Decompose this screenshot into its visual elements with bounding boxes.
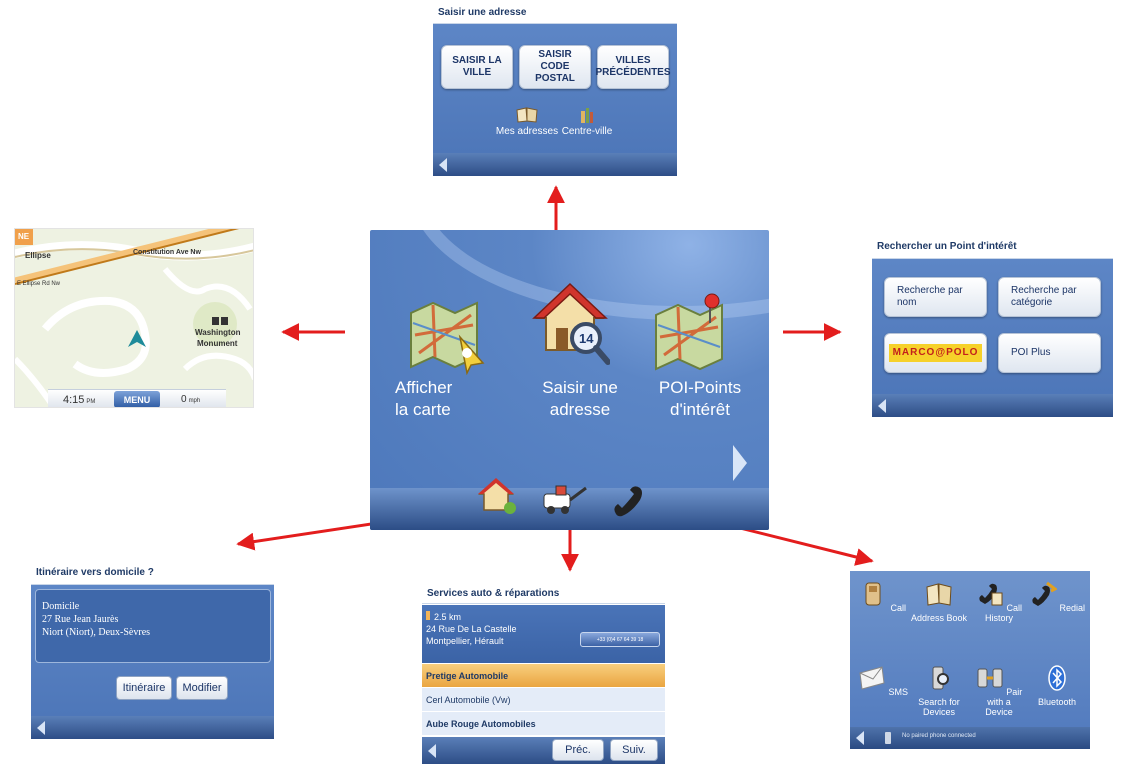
phone-status-icon [885,732,891,744]
poi-plus-button[interactable]: POI Plus [998,333,1101,373]
map-label-monument: Monument [197,339,238,348]
redial-icon [1032,581,1058,606]
panel-footer [872,394,1113,417]
svg-text:14: 14 [579,331,594,346]
edit-button[interactable]: Modifier [176,676,228,700]
poi-map-icon [655,293,723,371]
panel-title: Services auto & réparations [422,584,665,604]
panel-footer [433,153,677,176]
route-button[interactable]: Itinéraire [116,676,172,700]
back-arrow-icon[interactable] [856,731,864,745]
call-icon [865,582,881,606]
tow-truck-icon[interactable] [542,482,588,516]
previous-button[interactable]: Préc. [552,739,604,761]
back-arrow-icon[interactable] [878,398,886,413]
address-book-icon [926,583,952,606]
redial-item[interactable]: Redial [1028,581,1086,613]
menu-button[interactable]: MENU [114,391,160,407]
bluetooth-item[interactable]: Bluetooth [1028,665,1086,707]
map-label-ellipse-road: E Ellipse Rd Nw [17,281,61,287]
panel-footer: Préc. Suiv. [422,737,665,764]
landmark-icon [212,317,228,325]
result-row-2[interactable]: Cerl Automobile (Vw) [422,688,665,711]
city-center-icon [581,108,593,123]
home-icon[interactable] [478,476,520,516]
panel-title: Rechercher un Point d'intérêt [872,237,1113,259]
selected-result-box: 2.5 km 24 Rue De La Castelle Montpellier… [422,605,665,663]
call-history-icon [979,583,1003,606]
route-home-panel: Itinéraire vers domicile ? Domicile 27 R… [31,563,274,739]
address-book-item[interactable]: Address Book [910,581,968,623]
house-search-icon: 14 [532,282,610,365]
main-menu-toolbar [370,478,769,530]
compass-badge[interactable]: NE [18,232,30,241]
panel-footer [31,716,274,739]
result-row-1[interactable]: Pretige Automobile [422,664,665,687]
search-devices-icon [932,666,949,690]
result-row-3[interactable]: Aube Rouge Automobiles [422,712,665,735]
home-address-box: Domicile 27 Rue Jean Jaurès Niort (Niort… [35,589,271,663]
marco-polo-button[interactable]: MARCO@POLO [884,333,987,373]
poi-search-panel: Rechercher un Point d'intérêt Recherche … [872,237,1113,417]
map-label-washington: Washington [195,328,241,337]
panel-title: Saisir une adresse [433,3,677,24]
poi-marker-icon [426,611,430,620]
call-history-item[interactable]: Call History [970,581,1028,623]
marco-polo-logo: MARCO@POLO [888,344,983,362]
phone-menu-panel: Call Address Book Call History Redial SM… [850,571,1090,749]
car-services-panel: Services auto & réparations 2.5 km 24 Ru… [422,584,665,764]
result-details: 2.5 km 24 Rue De La Castelle Montpellier… [426,611,517,646]
panel-footer: No paired phone connected [850,727,1090,749]
phone-icon[interactable] [610,484,650,518]
chevron-right-icon[interactable] [733,445,747,481]
call-item[interactable]: Call [854,581,912,613]
panel-title: Itinéraire vers domicile ? [31,563,274,585]
sms-icon [859,666,885,690]
sms-item[interactable]: SMS [854,665,912,697]
panel-body: Domicile 27 Rue Jean Jaurès Niort (Niort… [31,585,274,716]
city-center-link[interactable]: Centre-ville [557,107,617,137]
back-arrow-icon[interactable] [439,157,447,172]
map-view-panel: NE Ellipse Constitution Ave Nw E Ellipse… [14,228,254,408]
call-number-button[interactable]: +33 (0)4 67 64 39 18 [580,632,660,647]
map-icon [410,301,485,375]
address-book-icon [516,107,538,123]
map-label-constitution: Constitution Ave Nw [133,249,201,256]
map-label-ellipse: Ellipse [25,251,51,260]
connection-status: No paired phone connected [902,733,976,739]
vehicle-position-icon [128,330,146,347]
next-button[interactable]: Suiv. [610,739,658,761]
my-addresses-link[interactable]: Mes adresses [495,107,559,137]
back-arrow-icon[interactable] [428,743,436,758]
back-arrow-icon[interactable] [37,720,45,735]
bluetooth-icon [1048,665,1066,691]
pair-device-icon [977,668,1003,688]
